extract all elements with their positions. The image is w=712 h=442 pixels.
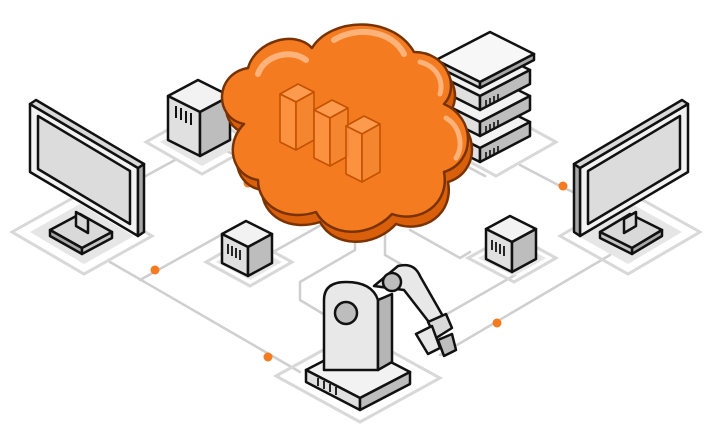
robot-arm	[272, 263, 458, 424]
edge-device-icon	[166, 78, 232, 158]
connection-dot	[558, 181, 568, 191]
connection-dot	[150, 265, 160, 275]
edge-device-icon	[220, 219, 274, 278]
monitor-left	[8, 98, 156, 276]
monitor-right	[556, 98, 704, 276]
gateway-box-top	[142, 78, 260, 176]
monitor-icon	[572, 98, 690, 256]
gateway-box-middle	[202, 219, 296, 288]
monitor-icon	[28, 98, 146, 256]
industrial-robot-arm-icon	[304, 263, 458, 412]
edge-device-icon	[484, 214, 538, 274]
connector-cloud-to-right-box	[408, 228, 472, 260]
cloud-with-containers-icon	[220, 23, 474, 243]
cloud	[220, 23, 474, 243]
connector-right-monitor-to-robot	[438, 253, 612, 357]
connection-dot	[263, 352, 273, 362]
gateway-box-right	[464, 214, 560, 284]
container-stack	[279, 83, 381, 183]
connection-dot	[492, 318, 502, 328]
platform-outline	[8, 192, 156, 276]
